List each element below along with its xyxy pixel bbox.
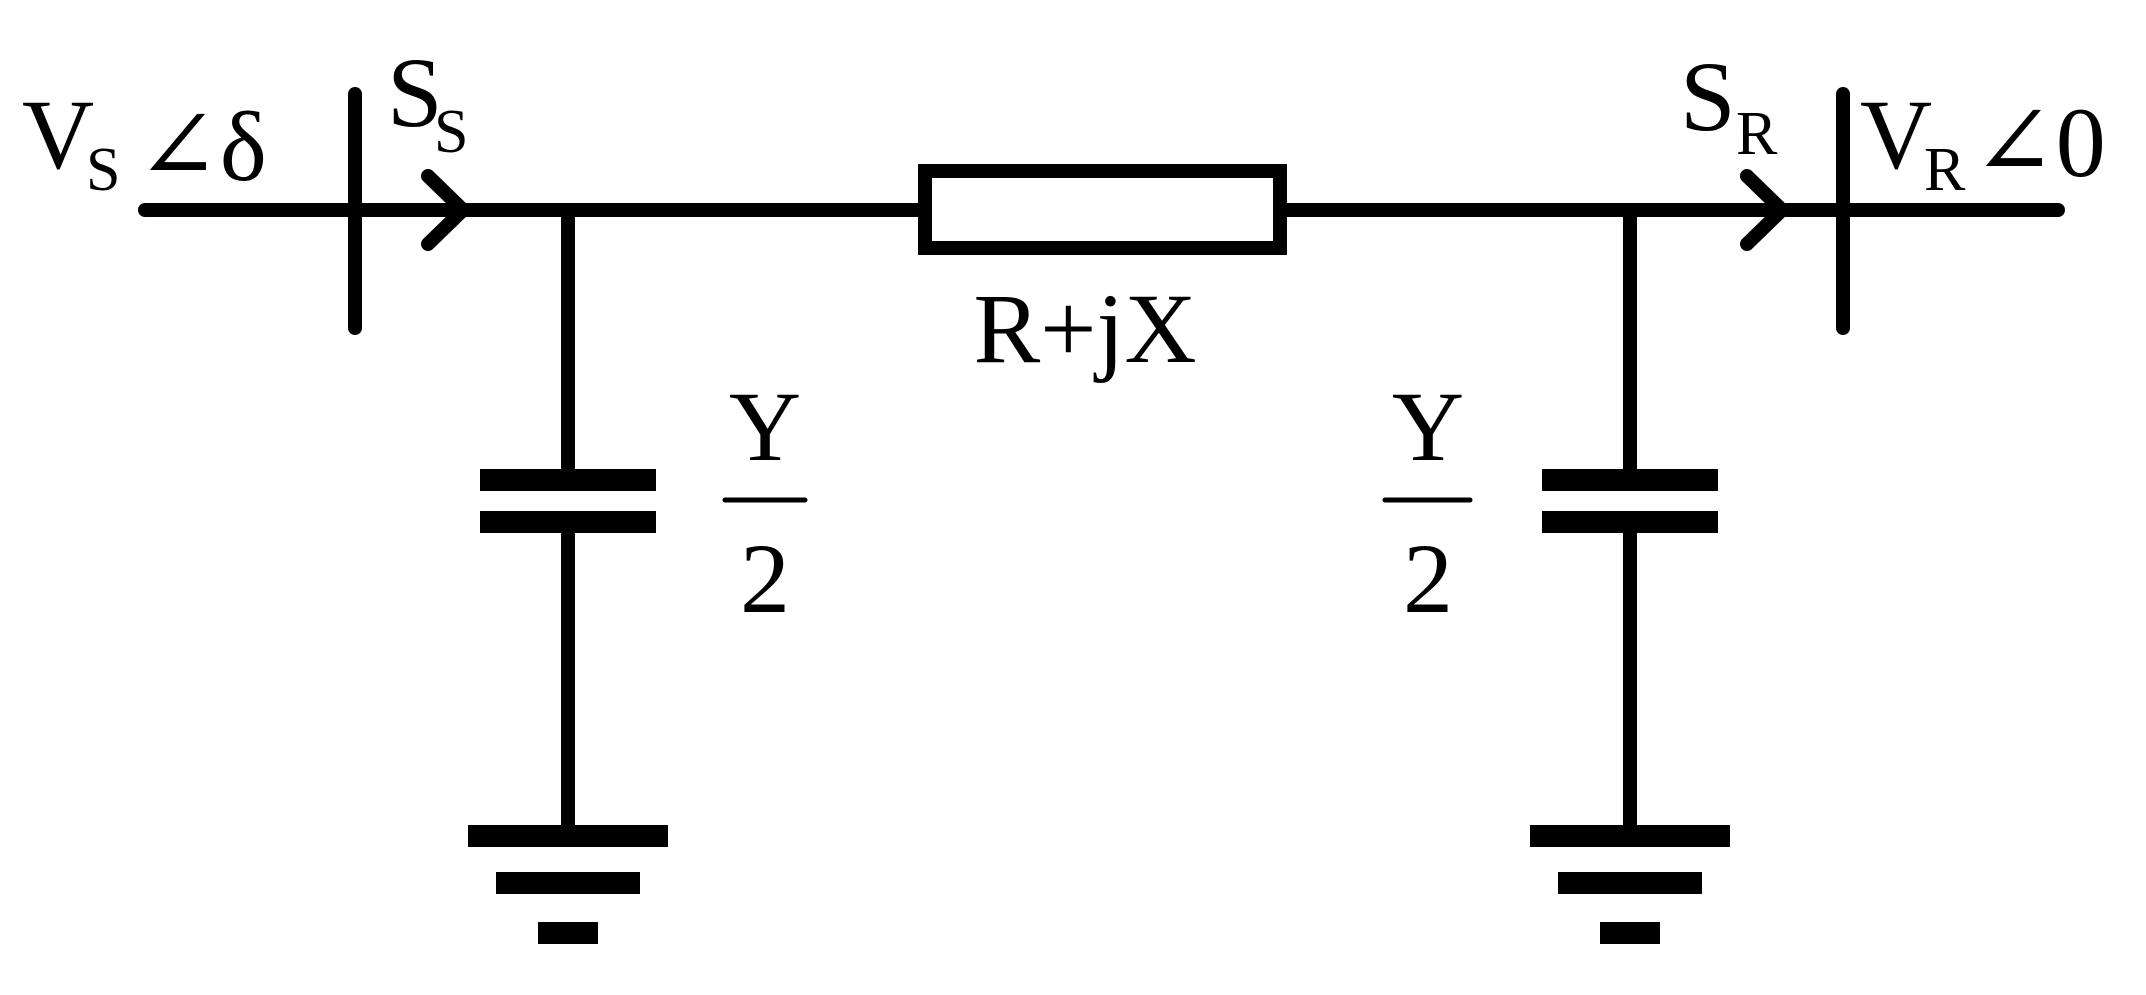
series-impedance-label: R+jX [973, 273, 1196, 384]
right-shunt-denominator: 2 [1403, 523, 1453, 634]
right-shunt-numerator: Y [1392, 371, 1464, 482]
receiving-power-subscript: R [1736, 100, 1778, 168]
sending-power-arrow [421, 169, 474, 251]
receiving-voltage-subscript: R [1924, 136, 1966, 204]
receiving-voltage-angle: ∠0 [1972, 87, 2106, 198]
sending-voltage-subscript: S [86, 136, 120, 204]
left-shunt-numerator: Y [729, 371, 801, 482]
series-impedance-box [918, 164, 1287, 255]
sending-voltage-angle: ∠δ [136, 91, 267, 202]
receiving-voltage-symbol: V [1860, 79, 1932, 190]
sending-voltage-symbol: V [22, 79, 94, 190]
left-shunt-denominator: 2 [740, 523, 790, 634]
sending-power-symbol: S [387, 37, 443, 148]
receiving-power-arrow [1740, 169, 1793, 251]
receiving-power-symbol: S [1680, 41, 1736, 152]
sending-power-subscript: S [434, 98, 468, 166]
